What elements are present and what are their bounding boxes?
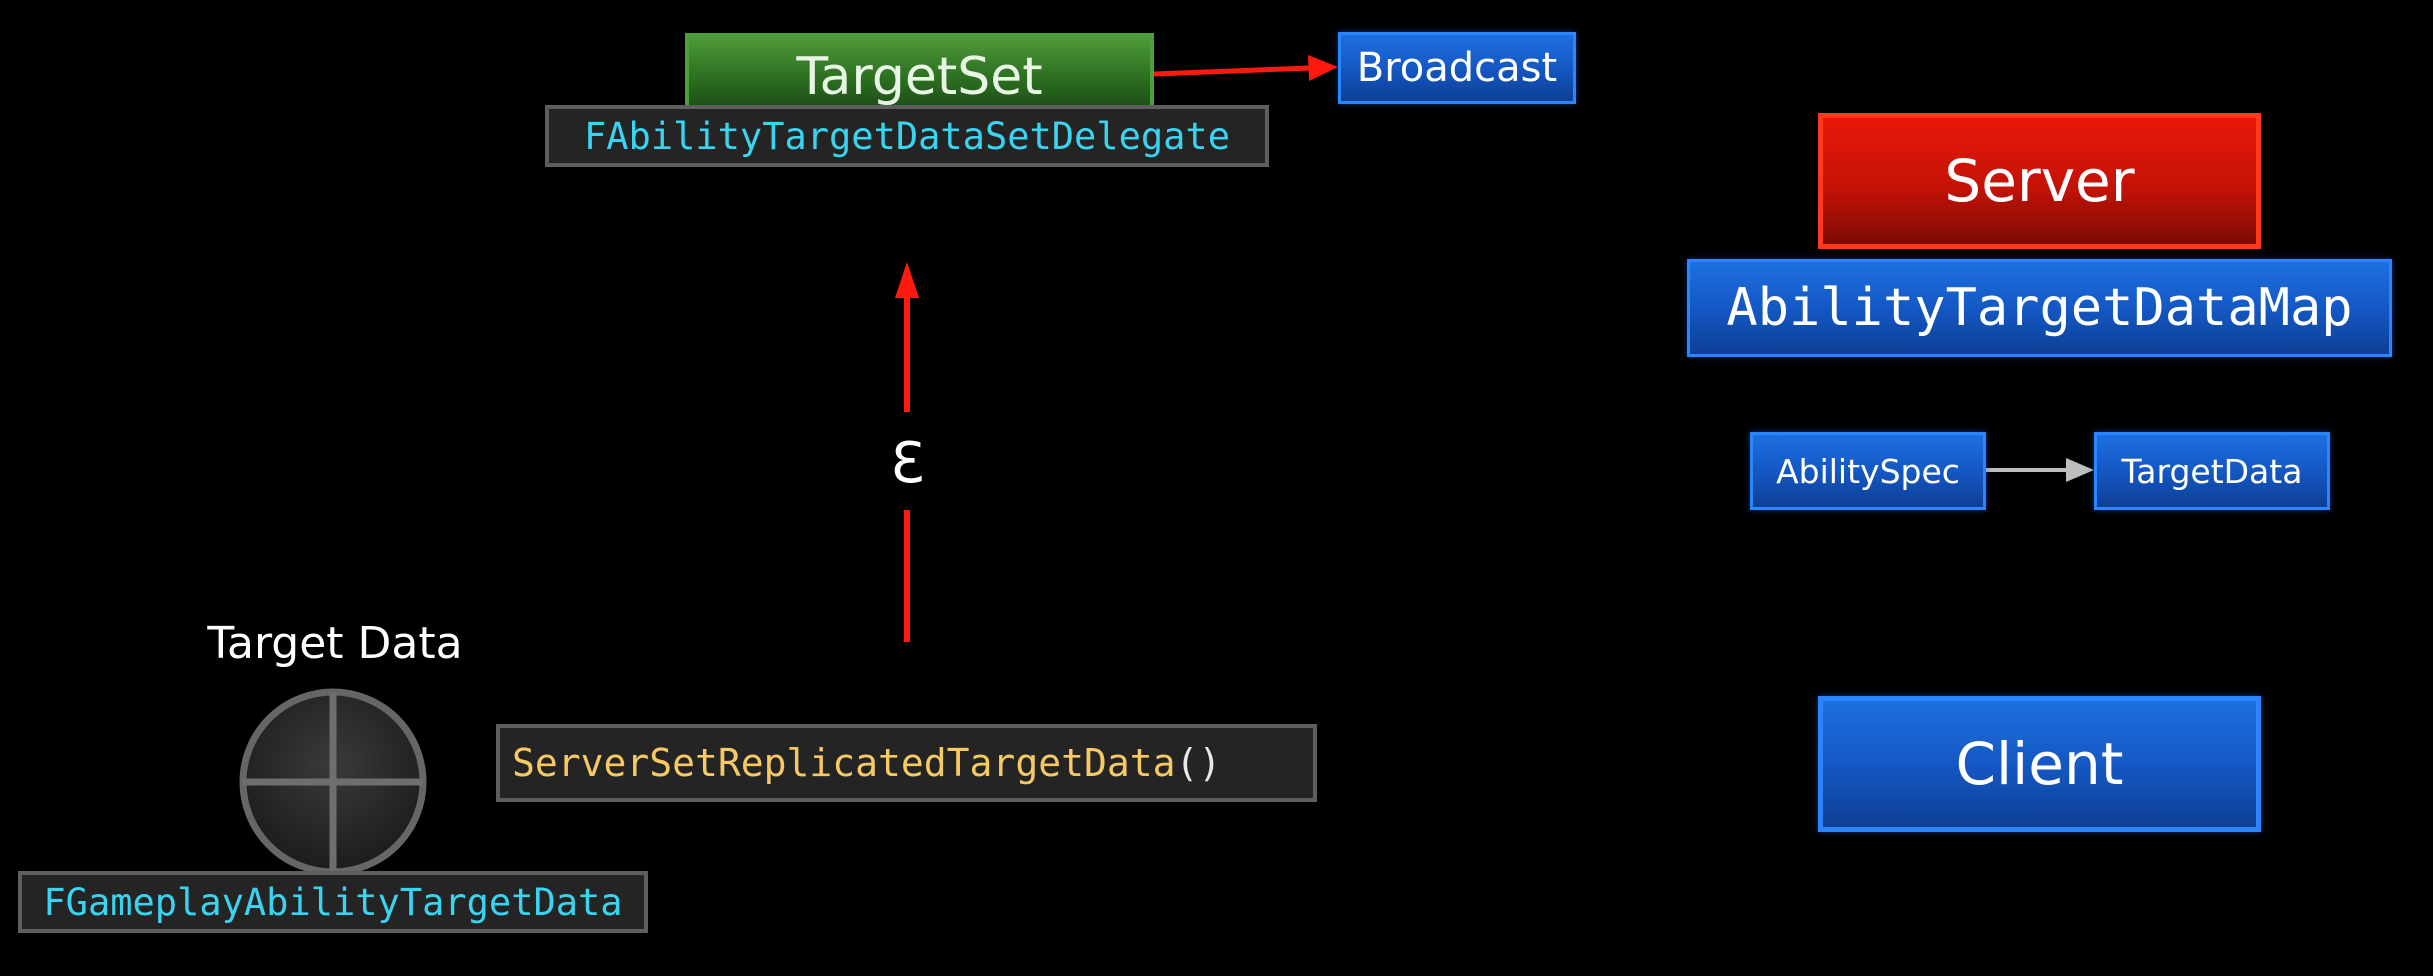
rpc-function-label: ServerSetReplicatedTargetData() (496, 724, 1317, 802)
rpc-function-parens: () (1175, 741, 1222, 785)
client-node: Client (1818, 696, 2261, 832)
server-node: Server (1818, 113, 2261, 249)
targetset-to-broadcast-arrow (1153, 55, 1338, 81)
target-data-struct-label: FGameplayAbilityTargetData (18, 871, 648, 933)
broadcast-node: Broadcast (1338, 32, 1576, 104)
abilityspec-to-targetdata-arrow (1986, 458, 2094, 482)
ability-target-data-map-node: AbilityTargetDataMap (1687, 259, 2392, 357)
targetset-node: TargetSet (685, 33, 1154, 111)
ability-spec-node: AbilitySpec (1750, 432, 1986, 510)
step-number-label: 3 (890, 430, 926, 496)
target-data-label: Target Data (207, 617, 463, 669)
target-data-node: TargetData (2094, 432, 2330, 510)
rpc-function-name: ServerSetReplicatedTargetData (512, 741, 1176, 785)
crosshair-icon (239, 688, 427, 876)
delegate-type-label: FAbilityTargetDataSetDelegate (545, 105, 1269, 167)
